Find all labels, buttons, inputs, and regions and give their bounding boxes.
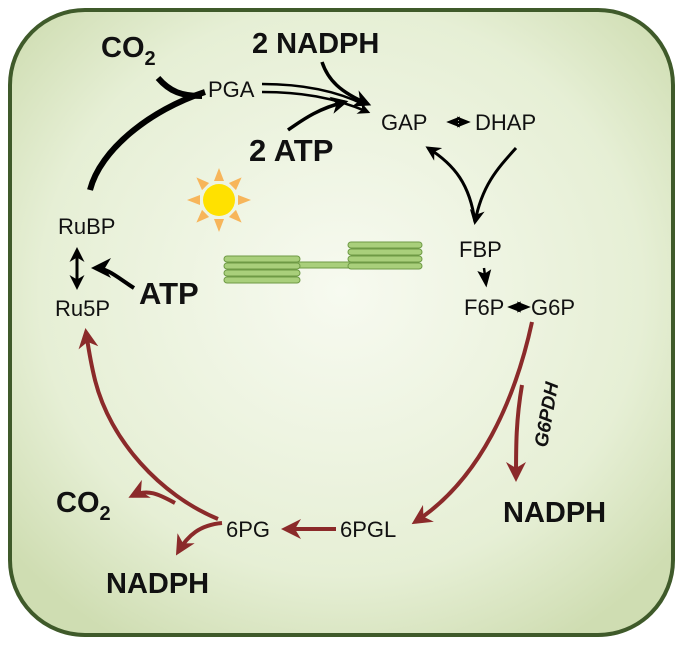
metabolite-pga: PGA: [208, 77, 255, 102]
co2-output-label: CO2: [56, 487, 111, 525]
metabolite-ru5p: Ru5P: [55, 296, 110, 321]
metabolite-fbp: FBP: [459, 237, 502, 262]
metabolite-g6p: G6P: [531, 295, 575, 320]
nadph-input-label: 2 NADPH: [252, 28, 379, 60]
atp1-input-label: ATP: [139, 276, 199, 311]
metabolite-f6p: F6P: [464, 295, 504, 320]
metabolite-6pg: 6PG: [226, 517, 270, 542]
co2-input-label: CO2: [101, 32, 156, 70]
arrow-co2-in: [155, 75, 203, 99]
atp2-input-label: 2 ATP: [249, 133, 333, 168]
arrow-nadph-out-1: [506, 384, 527, 482]
arrow-g6p-to-6pgl: [411, 321, 534, 525]
arrow-pga-to-gap-b: [261, 90, 371, 114]
thylakoid-icon: [223, 241, 423, 284]
nadph-output-label-2: NADPH: [106, 568, 209, 600]
nadph-output-label-1: NADPH: [503, 497, 606, 529]
arrow-6pg-to-ru5p: [78, 328, 219, 521]
arrow-nadph-out-2: [175, 521, 223, 556]
oppp-arrows: [78, 321, 534, 556]
metabolite-gap: GAP: [381, 110, 427, 135]
arrow-to-fbp-right: [469, 146, 518, 225]
sun-icon: [187, 168, 251, 232]
arrow-fbp-to-f6p: [477, 267, 492, 288]
metabolite-dhap: DHAP: [475, 110, 536, 135]
arrow-atp2-in: [286, 96, 349, 132]
arrow-atp1-in: [91, 258, 136, 290]
arrow-nadph-in: [320, 61, 372, 107]
calvin-cycle-arrows: [69, 61, 531, 313]
metabolite-6pgl: 6PGL: [340, 517, 396, 542]
arrow-rubp-to-pga: [87, 89, 206, 191]
arrow-co2-out: [128, 479, 176, 505]
metabolite-rubp: RuBP: [58, 214, 115, 239]
